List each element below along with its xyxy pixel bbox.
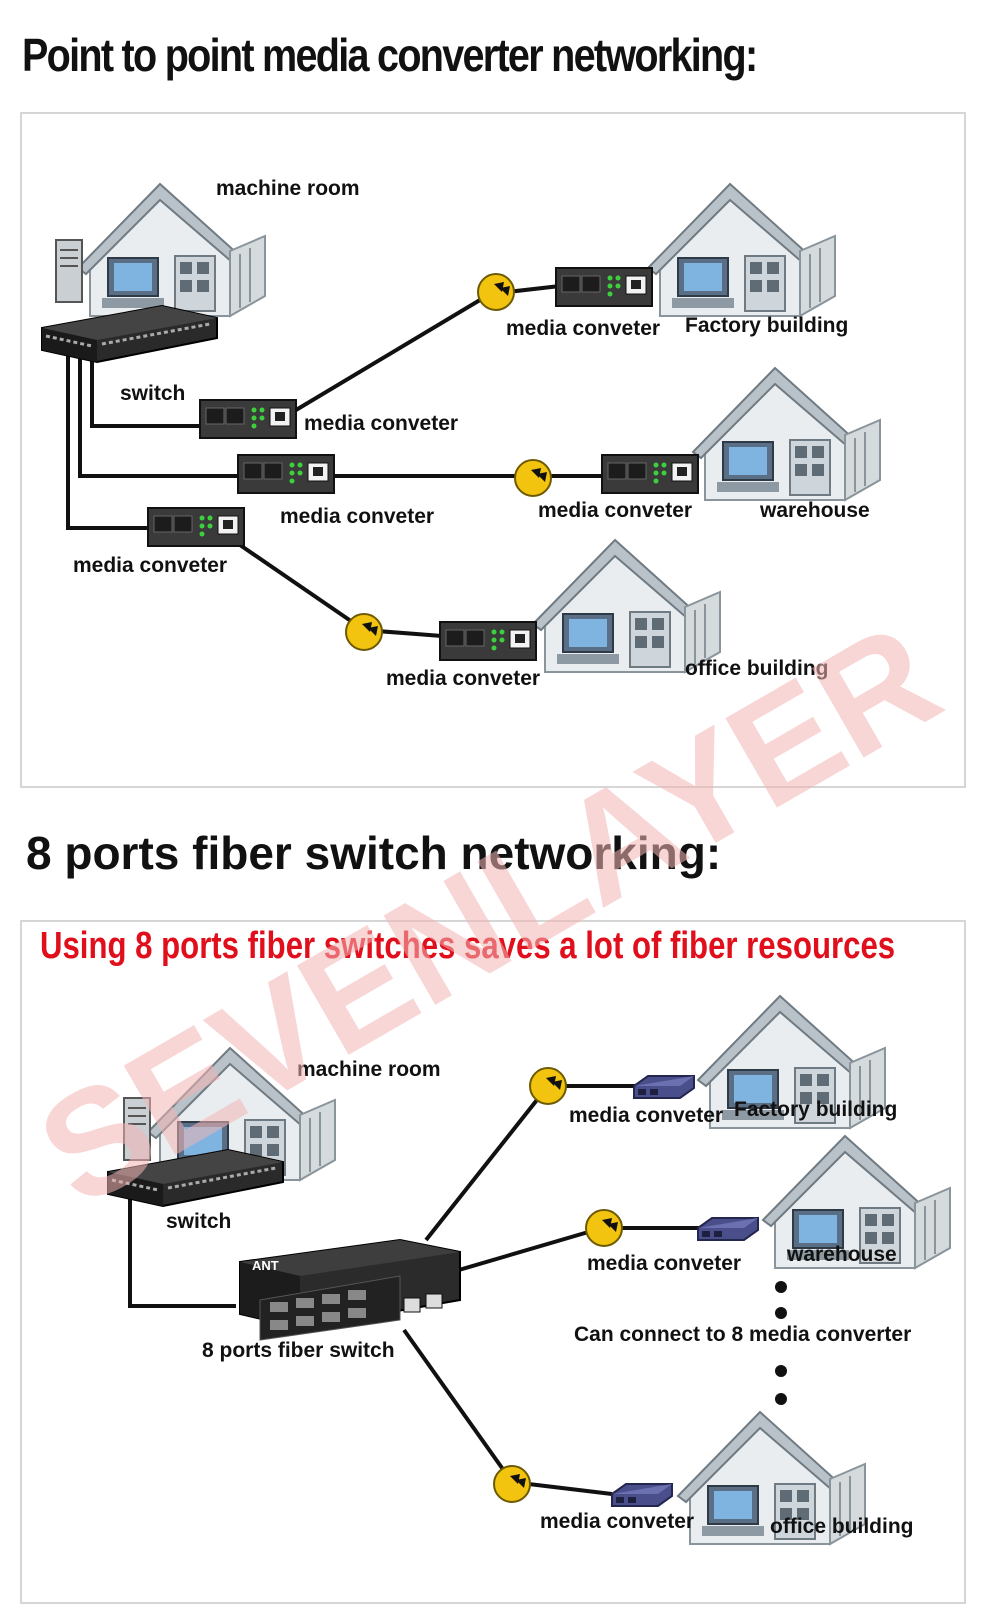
section1-heading: Point to point media converter networkin… — [22, 29, 758, 81]
s1-mc-office — [439, 621, 537, 661]
s1-mc-factory — [555, 267, 653, 307]
s1-fiber-node-2 — [514, 459, 552, 497]
s2-label-factory: Factory building — [734, 1098, 897, 1121]
s1-fiber-node-1 — [477, 273, 515, 311]
s1-office-house — [532, 539, 721, 673]
s2-mc-office — [611, 1483, 673, 1507]
s1-label-warehouse: warehouse — [759, 499, 870, 522]
s2-label-machine-room: machine room — [297, 1058, 441, 1081]
s2-device-brand: ANT — [252, 1258, 279, 1273]
s1-label-factory: Factory building — [685, 314, 848, 337]
s1-mc-row3 — [147, 507, 245, 547]
s1-mc-row2-right — [601, 454, 699, 494]
s1-mc-row2-left — [237, 454, 335, 494]
s2-mc-warehouse — [697, 1217, 759, 1241]
s2-fiber-node-1 — [529, 1067, 567, 1105]
s2-mc-factory — [633, 1075, 695, 1099]
section2-heading: 8 ports fiber switch networking: — [26, 827, 722, 879]
s1-label-mc-row2-right: media conveter — [538, 499, 692, 522]
s1-label-mc-factory: media conveter — [506, 317, 660, 340]
s2-label-office: office building — [770, 1515, 913, 1538]
s1-label-mc-row2-left: media conveter — [280, 505, 434, 528]
s1-factory-house — [647, 183, 836, 317]
s1-warehouse-house — [692, 367, 881, 501]
s2-tagline: Using 8 ports fiber switches saves a lot… — [40, 925, 895, 967]
s2-label-mc-factory: media conveter — [569, 1104, 723, 1127]
s2-label-switch: switch — [166, 1210, 231, 1233]
s1-fiber-node-3 — [345, 613, 383, 651]
s2-label-fiber-switch: 8 ports fiber switch — [202, 1339, 395, 1362]
s1-server-tower — [55, 239, 83, 303]
s1-mc-row1 — [199, 399, 297, 439]
s2-label-warehouse: warehouse — [786, 1243, 897, 1266]
s2-fiber-node-2 — [585, 1209, 623, 1247]
s1-label-machine-room: machine room — [216, 177, 360, 200]
s2-continuation-dots — [775, 1281, 787, 1405]
s2-label-note: Can connect to 8 media converter — [574, 1323, 911, 1346]
s1-label-office: office building — [685, 657, 828, 680]
s1-label-mc-row1: media conveter — [304, 412, 458, 435]
s1-machine-room-house — [77, 183, 266, 317]
s1-label-mc-office: media conveter — [386, 667, 540, 690]
s1-switch-device — [40, 304, 219, 364]
s2-label-mc-office: media conveter — [540, 1510, 694, 1533]
s1-label-switch: switch — [120, 382, 185, 405]
s1-label-mc-row3: media conveter — [73, 554, 227, 577]
s2-fiber-node-3 — [493, 1465, 531, 1503]
s2-fiber-switch-device: ANT — [239, 1238, 461, 1341]
s2-label-mc-warehouse: media conveter — [587, 1252, 741, 1275]
